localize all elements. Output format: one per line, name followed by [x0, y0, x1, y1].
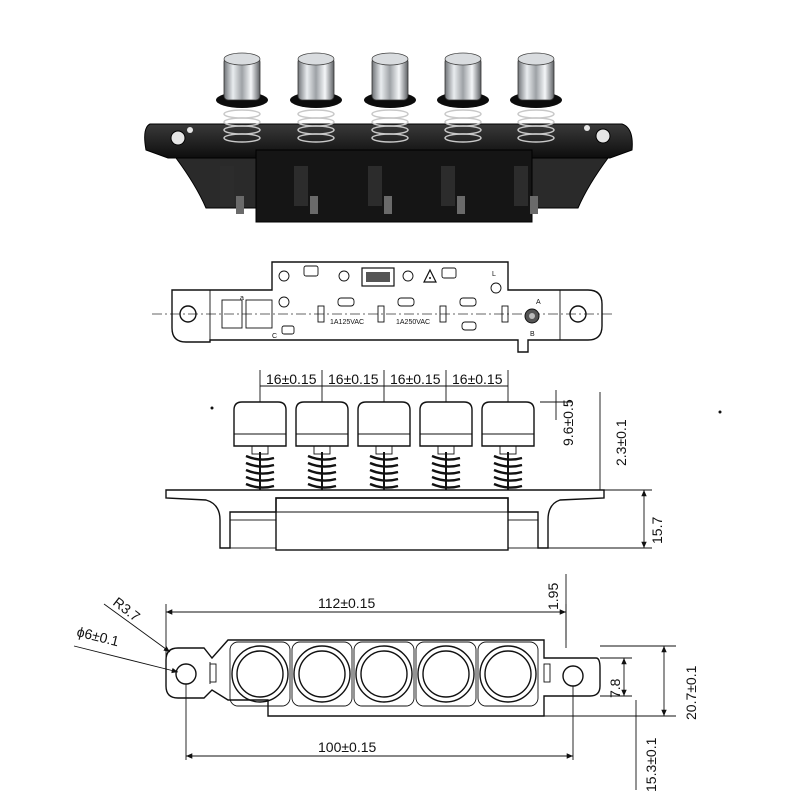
bottom-view: R3.7 ϕ6±0.1 112±0.15 100±0.15 1.95 7.8 2…	[73, 574, 699, 792]
body-length-label: 100±0.15	[318, 739, 377, 755]
bottom-offset-label: 15.3±0.1	[643, 737, 659, 792]
pitch-label-4: 16±0.15	[452, 371, 503, 387]
right-foot	[529, 157, 609, 209]
photo-tab	[310, 196, 318, 214]
side-button-1	[233, 401, 287, 490]
bottom-button-5	[477, 641, 539, 707]
height-dimension: 15.7	[649, 517, 665, 544]
hole-center-label: 7.8	[607, 678, 623, 698]
hole-label: ϕ6±0.1	[75, 623, 121, 649]
mount-pitch-label: 112±0.15	[318, 595, 375, 611]
product-photo	[144, 52, 633, 223]
pcb-mark-l: L	[492, 271, 496, 278]
photo-button-2	[290, 52, 342, 143]
bottom-button-4	[415, 641, 477, 707]
side-view: 16±0.15 16±0.15 16±0.15 16±0.15 9.6±0.5 2.3…	[165, 370, 722, 551]
pcb-right-hole	[569, 305, 587, 323]
pcb-mark-b: B	[530, 331, 535, 338]
pitch-label-2: 16±0.15	[328, 371, 379, 387]
bottom-left-hole	[175, 663, 197, 685]
pitch-dimensions: 16±0.15 16±0.15 16±0.15 16±0.15	[259, 370, 509, 402]
photo-window	[294, 166, 308, 206]
warning-triangle-icon	[423, 268, 437, 283]
top-offset-label: 1.95	[545, 583, 561, 610]
body-width-label: 20.7±0.1	[683, 665, 699, 720]
pcb-mark-a: A	[536, 299, 541, 306]
bottom-button-2	[291, 641, 353, 707]
photo-window	[220, 166, 234, 206]
cap-dimension: 9.6±0.5	[560, 399, 576, 446]
right-mount-hole	[595, 128, 611, 144]
side-body	[275, 497, 509, 551]
bottom-outline	[165, 639, 601, 717]
photo-button-4	[437, 52, 489, 143]
side-button-4	[419, 401, 473, 490]
right-mount-hole-2	[584, 125, 590, 131]
bottom-right-hole	[562, 665, 584, 687]
pcb-mark-c: C	[272, 333, 277, 340]
photo-tab	[236, 196, 244, 214]
pcb-rating-1: 1A125VAC	[330, 319, 364, 326]
pcb-top-view: a C L A B 1A125VAC 1A250VAC	[152, 261, 612, 353]
pitch-label-1: 16±0.15	[266, 371, 317, 387]
pcb-rating-2: 1A250VAC	[396, 319, 430, 326]
bottom-button-1	[229, 641, 291, 707]
photo-tab	[384, 196, 392, 214]
photo-window	[368, 166, 382, 206]
side-button-2	[295, 401, 349, 490]
left-mount-hole	[170, 130, 186, 146]
side-button-3	[357, 401, 411, 490]
pitch-label-3: 16±0.15	[390, 371, 441, 387]
left-foot	[175, 157, 257, 209]
bottom-button-3	[353, 641, 415, 707]
photo-button-5	[510, 52, 562, 143]
left-mount-hole-2	[187, 127, 193, 133]
pcb-mark-a-small: a	[240, 295, 244, 302]
photo-button-1	[216, 52, 268, 143]
stroke-dimension: 2.3±0.1	[613, 419, 629, 466]
photo-window	[441, 166, 455, 206]
photo-tab	[530, 196, 538, 214]
photo-window	[514, 166, 528, 206]
pcb-left-hole	[179, 305, 197, 323]
photo-tab	[457, 196, 465, 214]
pcb-outline	[171, 261, 603, 353]
side-button-5	[481, 401, 535, 490]
photo-button-3	[364, 52, 416, 143]
